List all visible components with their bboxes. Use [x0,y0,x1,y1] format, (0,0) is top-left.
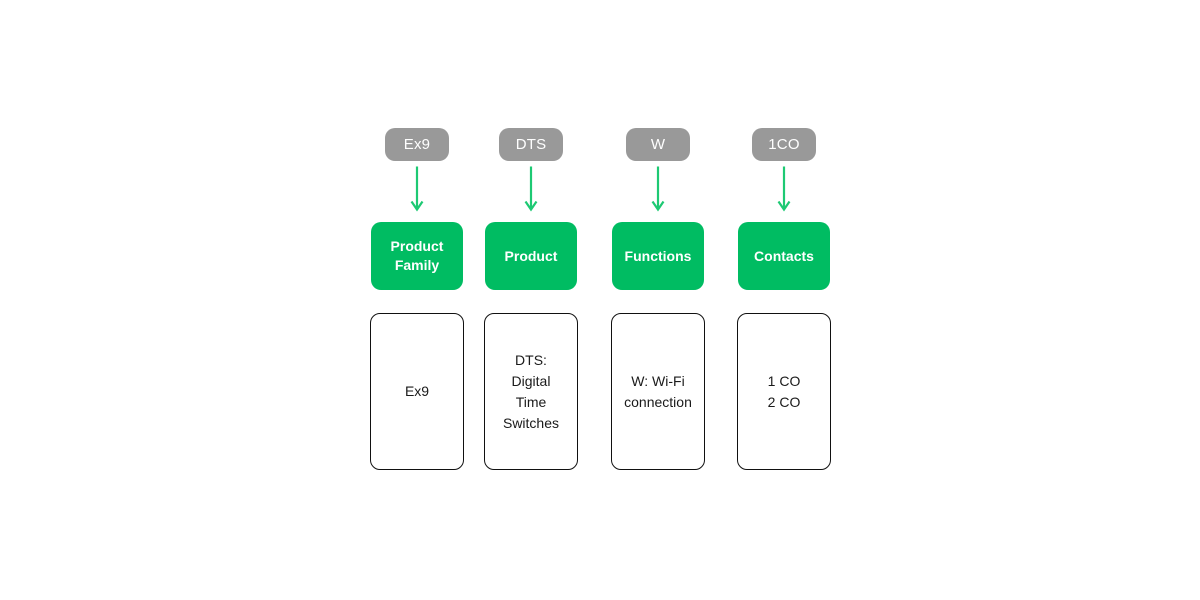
description-box: DTS: Digital Time Switches [484,313,578,470]
category-box: Contacts [738,222,830,290]
description-box: 1 CO 2 CO [737,313,831,470]
code-badge: Ex9 [385,128,449,161]
category-box: Functions [612,222,704,290]
diagram-column-product-family: Ex9 Product Family Ex9 [370,128,464,470]
code-badge: DTS [499,128,563,161]
description-box: W: Wi-Fi connection [611,313,705,470]
code-badge: W [626,128,690,161]
down-arrow-icon [651,166,665,212]
category-box: Product Family [371,222,463,290]
diagram-column-product: DTS Product DTS: Digital Time Switches [484,128,578,470]
down-arrow-icon [777,166,791,212]
category-box: Product [485,222,577,290]
down-arrow-icon [524,166,538,212]
description-box: Ex9 [370,313,464,470]
diagram-column-functions: W Functions W: Wi-Fi connection [611,128,705,470]
code-badge: 1CO [752,128,816,161]
down-arrow-icon [410,166,424,212]
diagram-column-contacts: 1CO Contacts 1 CO 2 CO [737,128,831,470]
